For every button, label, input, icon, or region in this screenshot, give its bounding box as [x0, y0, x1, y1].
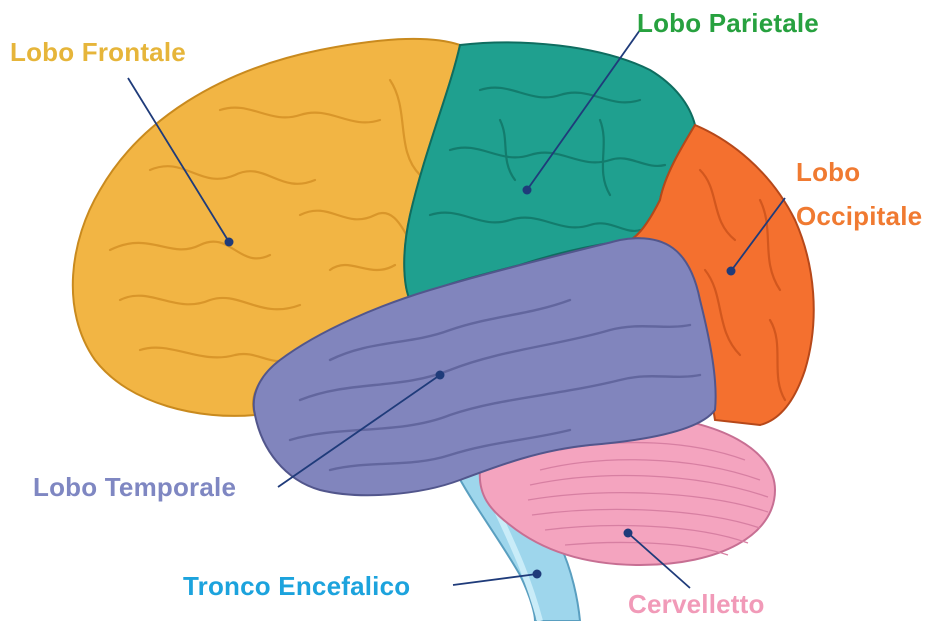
dot-cerebellum [624, 529, 633, 538]
label-parietal-lobe: Lobo Parietale [637, 8, 819, 38]
label-temporal-lobe: Lobo Temporale [33, 472, 236, 502]
label-frontal-lobe: Lobo Frontale [10, 37, 186, 67]
label-occipital-lobe-line1: Lobo [796, 157, 860, 187]
label-occipital-lobe-line2: Occipitale [796, 201, 922, 231]
dot-temporal [436, 371, 445, 380]
dot-parietal [523, 186, 532, 195]
dot-occipital [727, 267, 736, 276]
label-brainstem: Tronco Encefalico [183, 571, 410, 601]
dot-brainstem [533, 570, 542, 579]
label-cerebellum: Cervelletto [628, 589, 765, 619]
dot-frontal [225, 238, 234, 247]
